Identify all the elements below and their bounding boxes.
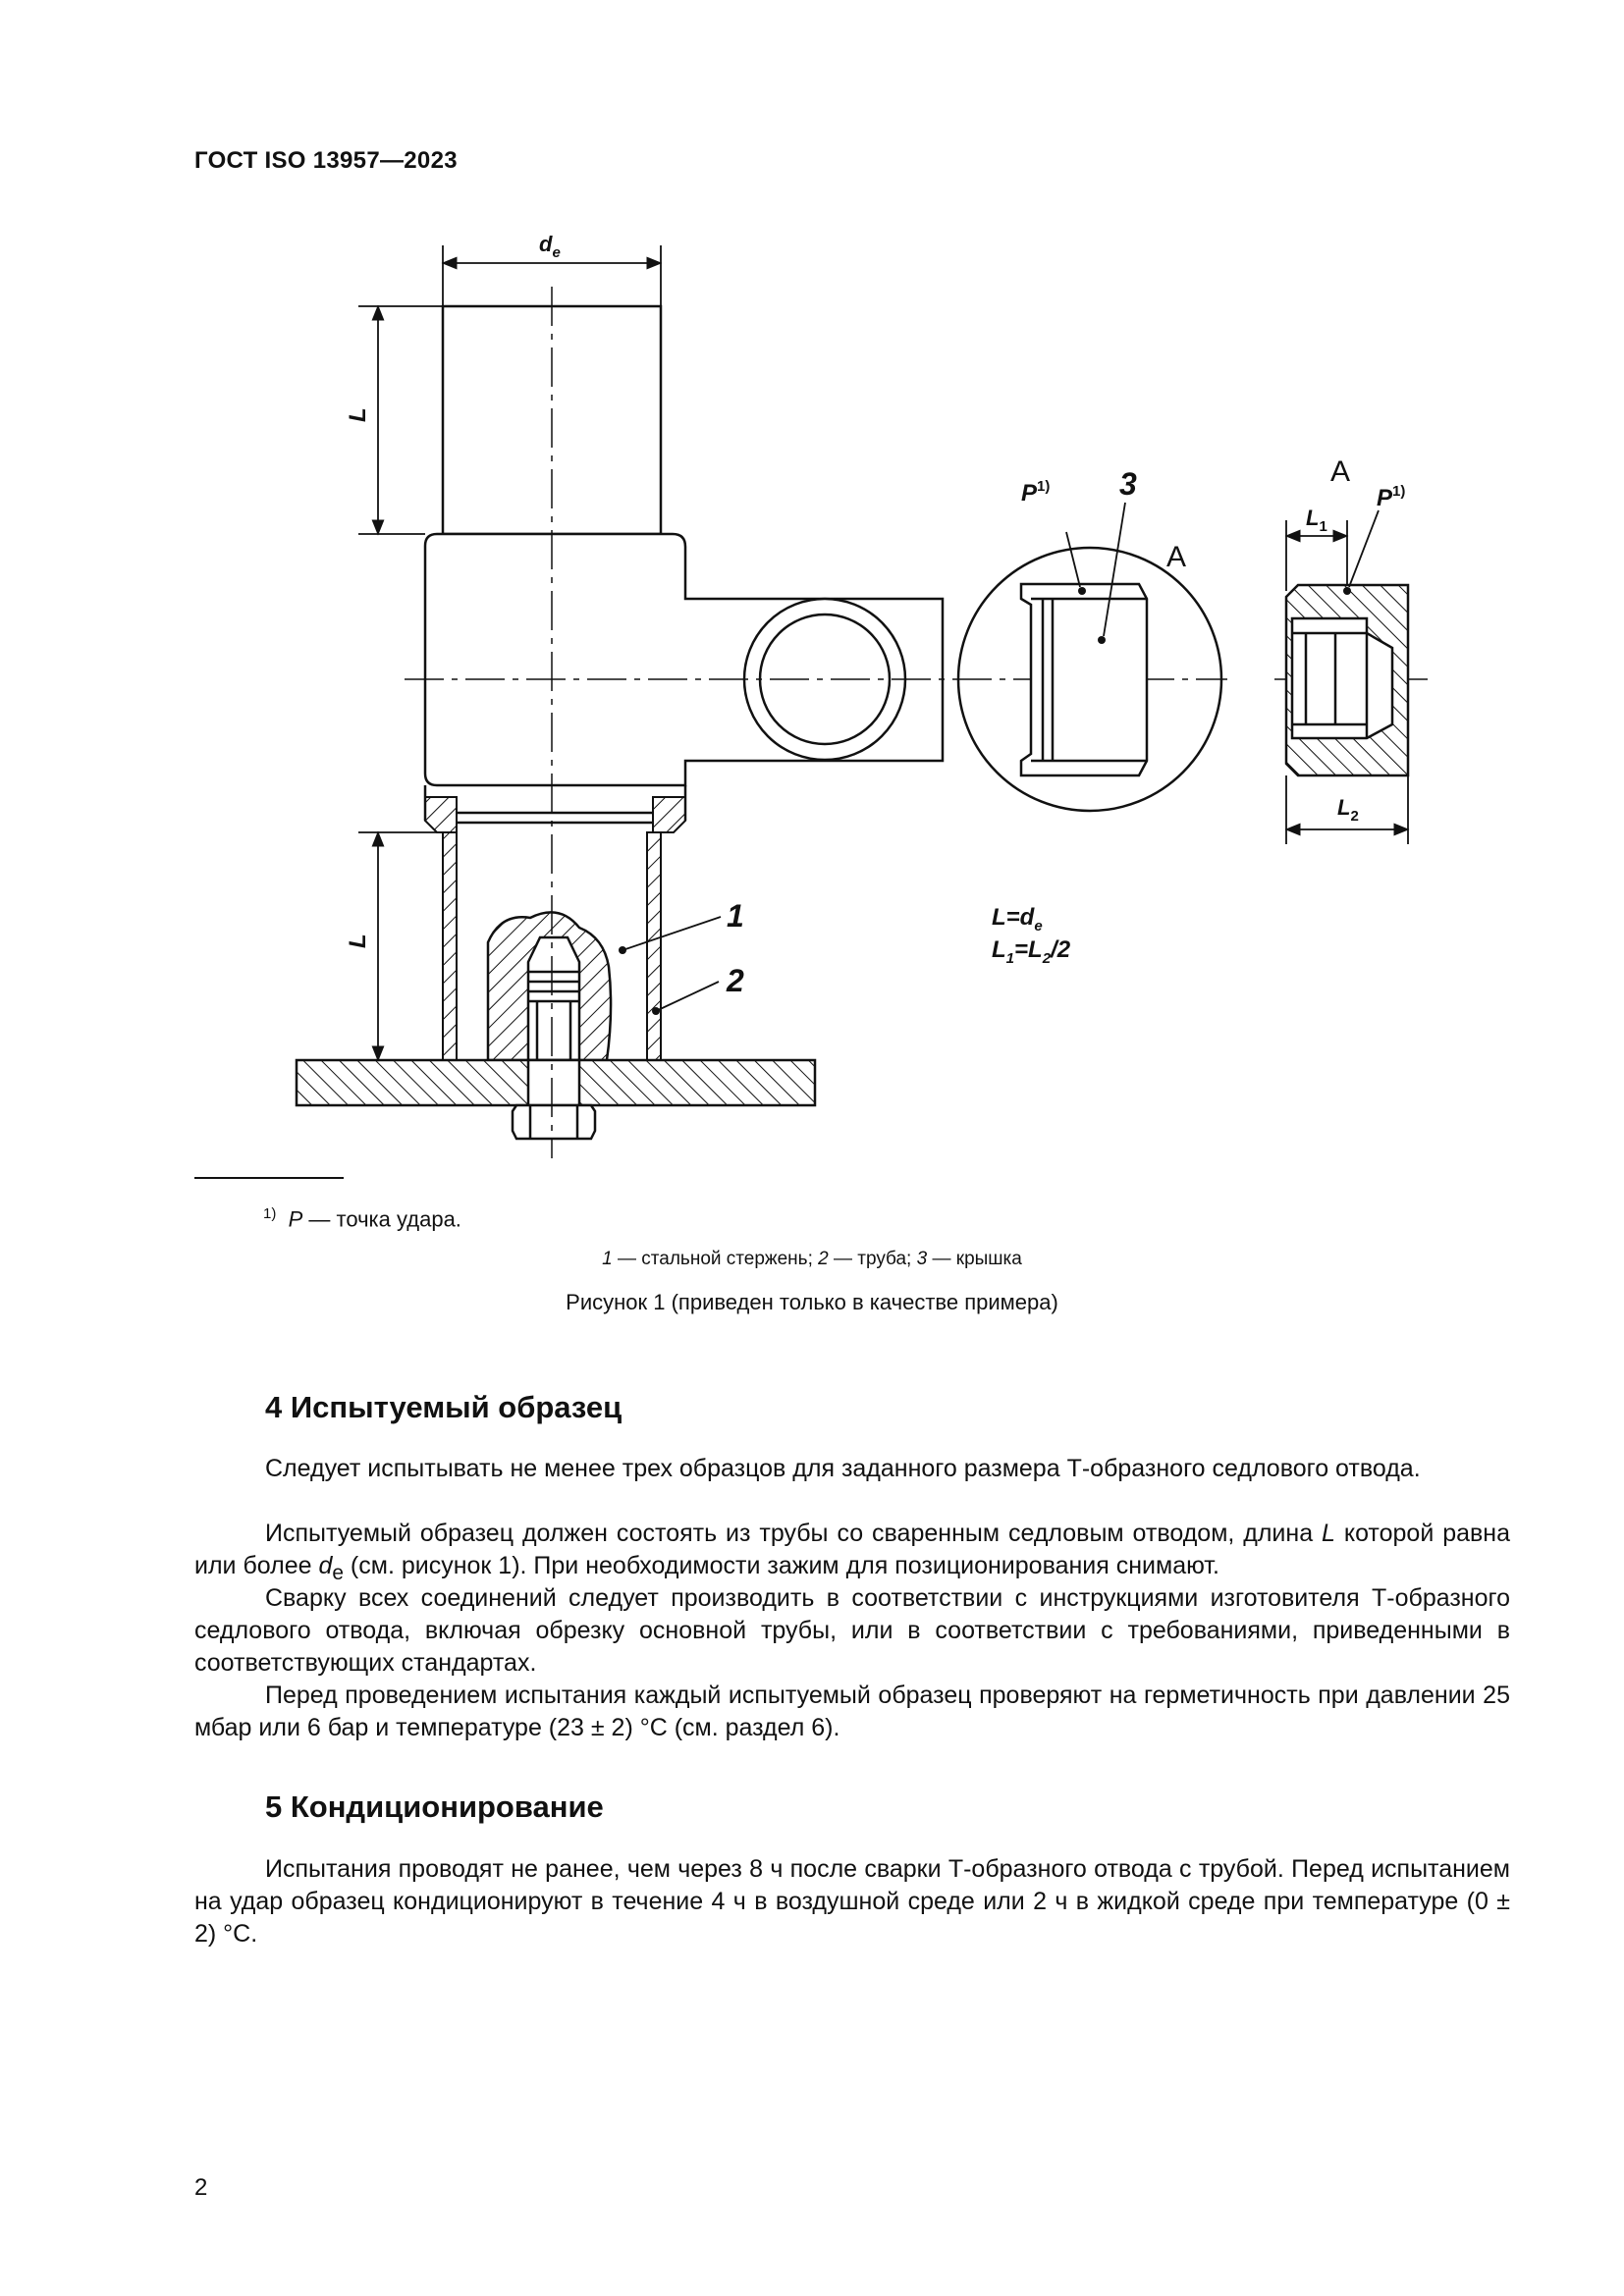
formula-L-de: L=de — [992, 904, 1043, 934]
L1-label: L1 — [1306, 506, 1327, 535]
document-header: ГОСТ ISO 13957—2023 — [194, 147, 458, 174]
detail-circle-A — [956, 546, 1223, 813]
part-2-label: 2 — [726, 963, 744, 998]
pipe-wall-left — [442, 831, 458, 1061]
section-4-paragraph-4: Перед проведением испытания каждый испыт… — [194, 1682, 1510, 1741]
section-5-paragraph-1: Испытания проводят не ранее, чем через 8… — [194, 1855, 1510, 1948]
formula-L1-L2: L1=L2/2 — [992, 936, 1071, 967]
detail-A-circle-label: A — [1166, 541, 1186, 573]
de-label: de — [539, 232, 561, 261]
part-3-label: 3 — [1119, 466, 1137, 502]
footnote-rule — [194, 1177, 344, 1179]
footnote: 1) P — точка удара. — [263, 1205, 461, 1232]
detail-A-view-label: A — [1330, 455, 1350, 488]
figure-1-drawing: de L L P1) 3 P1) L1 L2 1 2 L=de L1=L2/2 … — [295, 232, 1428, 1158]
section-4-paragraph-3: Сварку всех соединений следует производи… — [194, 1584, 1510, 1677]
P-detail-label: P1) — [1021, 478, 1050, 507]
section-5-heading: 5 Кондиционирование — [265, 1789, 604, 1824]
L-top-label: L — [345, 407, 371, 422]
L-bottom-label: L — [345, 934, 371, 948]
figure-legend: 1 — стальной стержень; 2 — труба; 3 — кр… — [602, 1249, 1022, 1269]
P-right-label: P1) — [1377, 483, 1405, 511]
L2-label: L2 — [1337, 795, 1359, 825]
figure-caption: Рисунок 1 (приведен только в качестве пр… — [566, 1290, 1058, 1314]
section-4-heading: 4 Испытуемый образец — [265, 1390, 623, 1424]
section-4-paragraph-1: Следует испытывать не менее трех образцо… — [265, 1455, 1421, 1482]
cap-in-detail — [1019, 582, 1149, 777]
bolt-through-plate — [526, 1058, 581, 1107]
section-4-paragraph-2: Испытуемый образец должен состоять из тр… — [194, 1520, 1511, 1584]
pipe-wall-right — [646, 831, 662, 1061]
page-number: 2 — [194, 2174, 208, 2201]
collar-left — [424, 796, 458, 833]
part-1-label: 1 — [727, 898, 744, 934]
bolt-head — [511, 1103, 597, 1141]
collar-right — [652, 796, 686, 833]
